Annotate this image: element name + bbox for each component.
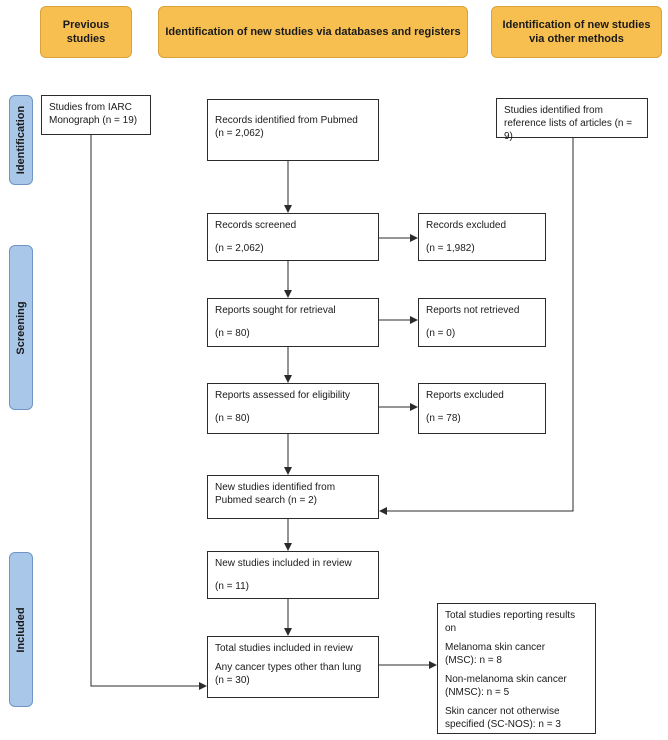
box-reports-assessed: Reports assessed for eligibility (n = 80… — [207, 383, 379, 434]
excluded-count: (n = 1,982) — [426, 243, 475, 254]
pubmed-line2: (n = 2,062) — [215, 128, 264, 139]
iarc-line1: Studies from IARC — [49, 102, 132, 113]
box-iarc-studies: Studies from IARC Monograph (n = 19) — [41, 95, 151, 135]
header-other-methods-label: Identification of new studies via other … — [502, 19, 651, 45]
total-title: Total studies included in review — [215, 643, 353, 654]
stage-screening: Screening — [9, 245, 33, 410]
screened-count: (n = 2,062) — [215, 243, 264, 254]
box-reports-excluded: Reports excluded (n = 78) — [418, 383, 546, 434]
box-records-screened: Records screened (n = 2,062) — [207, 213, 379, 261]
header-databases: Identification of new studies via databa… — [158, 6, 468, 58]
stage-included-label: Included — [15, 606, 27, 653]
iarc-line2: Monograph (n = 19) — [49, 115, 138, 126]
new-included-count: (n = 11) — [215, 581, 249, 592]
header-databases-label: Identification of new studies via databa… — [165, 26, 461, 38]
results-msc-line1: Melanoma skin cancer — [445, 642, 546, 653]
stage-identification-label: Identification — [15, 105, 27, 175]
reports-excluded-count: (n = 78) — [426, 413, 461, 424]
box-records-excluded: Records excluded (n = 1,982) — [418, 213, 546, 261]
header-other-methods: Identification of new studies via other … — [491, 6, 662, 58]
sought-count: (n = 80) — [215, 328, 250, 339]
new-included-title: New studies included in review — [215, 558, 352, 569]
box-reports-sought: Reports sought for retrieval (n = 80) — [207, 298, 379, 347]
box-reference-lists: Studies identified from reference lists … — [496, 98, 648, 142]
stage-screening-label: Screening — [15, 300, 27, 355]
results-nmsc-line2: (NMSC): n = 5 — [445, 687, 510, 698]
assessed-title: Reports assessed for eligibility — [215, 390, 351, 401]
box-new-studies-identified: New studies identified from Pubmed searc… — [207, 475, 379, 519]
not-retrieved-title: Reports not retrieved — [426, 305, 520, 316]
stage-included: Included — [9, 552, 33, 707]
new-identified-line1: New studies identified from — [215, 482, 336, 493]
reference-line1: Studies identified from — [504, 105, 603, 116]
box-results-summary: Total studies reporting results on Melan… — [437, 603, 596, 734]
reference-line2: reference lists of articles (n = 9) — [504, 118, 633, 142]
box-total-studies-included: Total studies included in review Any can… — [207, 636, 379, 698]
header-previous-studies: Previous studies — [40, 6, 132, 58]
not-retrieved-count: (n = 0) — [426, 328, 456, 339]
results-nmsc-line1: Non-melanoma skin cancer — [445, 674, 567, 685]
pubmed-line1: Records identified from Pubmed — [215, 115, 358, 126]
screened-title: Records screened — [215, 220, 297, 231]
box-reports-not-retrieved: Reports not retrieved (n = 0) — [418, 298, 546, 347]
total-count: (n = 30) — [215, 675, 250, 686]
arrow-iarc-to-total — [90, 135, 207, 690]
total-line2: Any cancer types other than lung — [215, 662, 362, 673]
sought-title: Reports sought for retrieval — [215, 305, 336, 316]
box-pubmed-records: Records identified from Pubmed (n = 2,06… — [207, 99, 379, 161]
results-sc-line1: Skin cancer not otherwise — [445, 706, 560, 717]
header-previous-studies-label: Previous studies — [62, 19, 110, 45]
results-sc-line2: specified (SC-NOS): n = 3 — [445, 719, 561, 730]
new-identified-line2: Pubmed search (n = 2) — [215, 495, 317, 506]
box-new-studies-included: New studies included in review (n = 11) — [207, 551, 379, 599]
stage-identification: Identification — [9, 95, 33, 185]
results-title: Total studies reporting results on — [445, 610, 576, 634]
reports-excluded-title: Reports excluded — [426, 390, 504, 401]
excluded-title: Records excluded — [426, 220, 507, 231]
assessed-count: (n = 80) — [215, 413, 250, 424]
results-msc-line2: (MSC): n = 8 — [445, 655, 502, 666]
